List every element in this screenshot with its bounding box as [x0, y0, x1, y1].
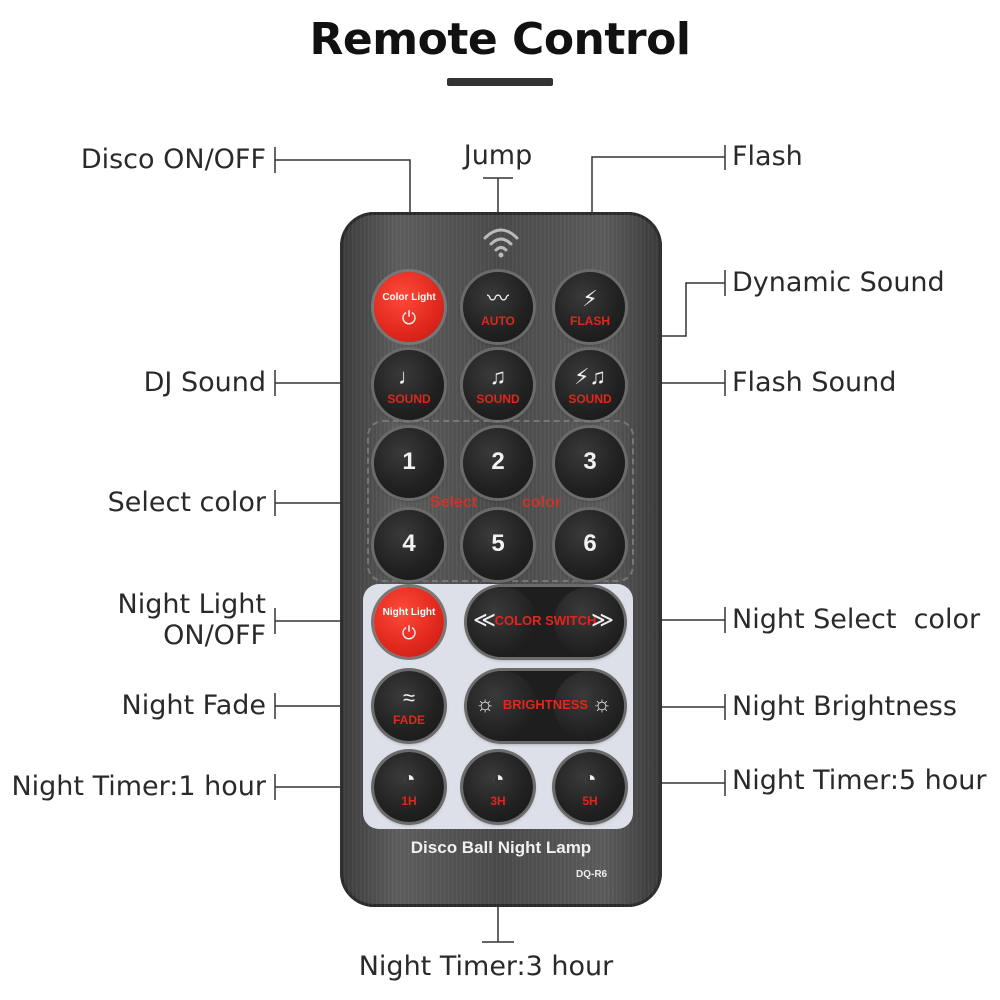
- timer-5h-caption: 5H: [582, 794, 598, 808]
- title-underline: [447, 78, 553, 86]
- select-word: Select: [430, 494, 478, 511]
- clock-icon: ◔: [402, 766, 416, 791]
- brightness-rocker[interactable]: ☼ BRIGHTNESS ☼: [467, 671, 624, 741]
- number-label: 6: [583, 530, 597, 557]
- fade-caption: FADE: [392, 713, 425, 727]
- color-4-button[interactable]: 4: [374, 510, 444, 580]
- timer-1h-button[interactable]: ◔ 1H: [374, 752, 444, 822]
- color-6-button[interactable]: 6: [555, 510, 625, 580]
- wave-icon: ≈: [402, 685, 416, 710]
- number-label: 1: [402, 448, 416, 475]
- brightness-label: BRIGHTNESS: [502, 697, 589, 712]
- wifi-icon: [483, 228, 519, 258]
- auto-button[interactable]: 〰 AUTO: [463, 272, 533, 342]
- night-light-button[interactable]: Night Light ⏻: [374, 587, 444, 657]
- label-night-timer-1: Night Timer:1 hour: [11, 771, 266, 802]
- color-switch-rocker[interactable]: ≪ COLOR SWITCH ≫: [467, 587, 624, 657]
- label-night-light: Night Light: [117, 589, 267, 620]
- sound-caption: SOUND: [568, 392, 612, 406]
- number-label: 5: [491, 530, 505, 557]
- brightness-up-button[interactable]: [554, 671, 624, 741]
- color-switch-label: COLOR SWITCH: [494, 613, 597, 628]
- dynamic-sound-button[interactable]: ♫ SOUND: [463, 350, 533, 420]
- timer-3h-caption: 3H: [490, 794, 506, 808]
- fast-forward-icon: ≫: [590, 607, 614, 632]
- label-select-color: Select color: [107, 487, 266, 518]
- clock-icon: ◔: [491, 766, 505, 791]
- music-notes-icon: ♫: [489, 364, 507, 389]
- number-label: 3: [583, 448, 597, 475]
- flash-caption: FLASH: [570, 314, 610, 328]
- fade-button[interactable]: ≈ FADE: [374, 671, 444, 741]
- label-night-brightness: Night Brightness: [732, 691, 957, 722]
- color-light-text: Color Light: [382, 292, 436, 303]
- sun-bright-icon: ☼: [591, 691, 612, 716]
- brand-text: Disco Ball Night Lamp: [410, 838, 592, 857]
- color-5-button[interactable]: 5: [463, 510, 533, 580]
- auto-caption: AUTO: [481, 314, 515, 328]
- color-3-button[interactable]: 3: [555, 428, 625, 498]
- power-icon: ⏻: [401, 623, 417, 643]
- label-dynamic-sound: Dynamic Sound: [732, 267, 945, 298]
- label-night-fade: Night Fade: [121, 690, 266, 721]
- color-light-button[interactable]: Color Light ⏻: [374, 272, 444, 342]
- number-label: 4: [402, 530, 416, 557]
- label-flash: Flash: [732, 141, 803, 172]
- label-disco-on-off: Disco ON/OFF: [80, 144, 266, 175]
- color-1-button[interactable]: 1: [374, 428, 444, 498]
- model-text: DQ-R6: [576, 869, 608, 880]
- label-flash-sound: Flash Sound: [732, 367, 897, 398]
- label-night-timer-5: Night Timer:5 hour: [732, 765, 987, 796]
- timer-3h-button[interactable]: ◔ 3H: [463, 752, 533, 822]
- timer-5h-button[interactable]: ◔ 5H: [555, 752, 625, 822]
- label-jump: Jump: [463, 140, 533, 171]
- wave-icon: 〰: [486, 286, 509, 311]
- color-2-button[interactable]: 2: [463, 428, 533, 498]
- flash-button[interactable]: ⚡ FLASH: [555, 272, 625, 342]
- label-night-light-on-off: ON/OFF: [163, 620, 266, 651]
- number-label: 2: [491, 448, 505, 475]
- lightning-icon: ⚡: [582, 286, 598, 311]
- sound-caption: SOUND: [476, 392, 520, 406]
- select-color-group: [367, 420, 634, 582]
- brightness-down-button[interactable]: [467, 671, 537, 741]
- rewind-icon: ≪: [473, 607, 497, 632]
- label-night-timer-3: Night Timer:3 hour: [358, 951, 614, 982]
- flash-music-icon: ⚡♫: [574, 364, 606, 389]
- clock-icon: ◔: [583, 766, 597, 791]
- label-dj-sound: DJ Sound: [143, 367, 266, 398]
- flash-sound-button[interactable]: ⚡♫ SOUND: [555, 350, 625, 420]
- dj-sound-button[interactable]: ♩ SOUND: [374, 350, 444, 420]
- power-icon: ⏻: [401, 308, 417, 328]
- sound-caption: SOUND: [387, 392, 431, 406]
- music-note-icon: ♩: [398, 364, 420, 389]
- timer-1h-caption: 1H: [401, 794, 417, 808]
- label-night-select-color: Night Select color: [732, 604, 981, 635]
- color-switch-right-button[interactable]: [554, 587, 624, 657]
- color-switch-left-button[interactable]: [467, 587, 537, 657]
- page-title: Remote Control: [309, 14, 691, 65]
- sun-dim-icon: ☼: [475, 691, 496, 716]
- color-word: color: [522, 494, 562, 511]
- night-light-text: Night Light: [382, 607, 436, 618]
